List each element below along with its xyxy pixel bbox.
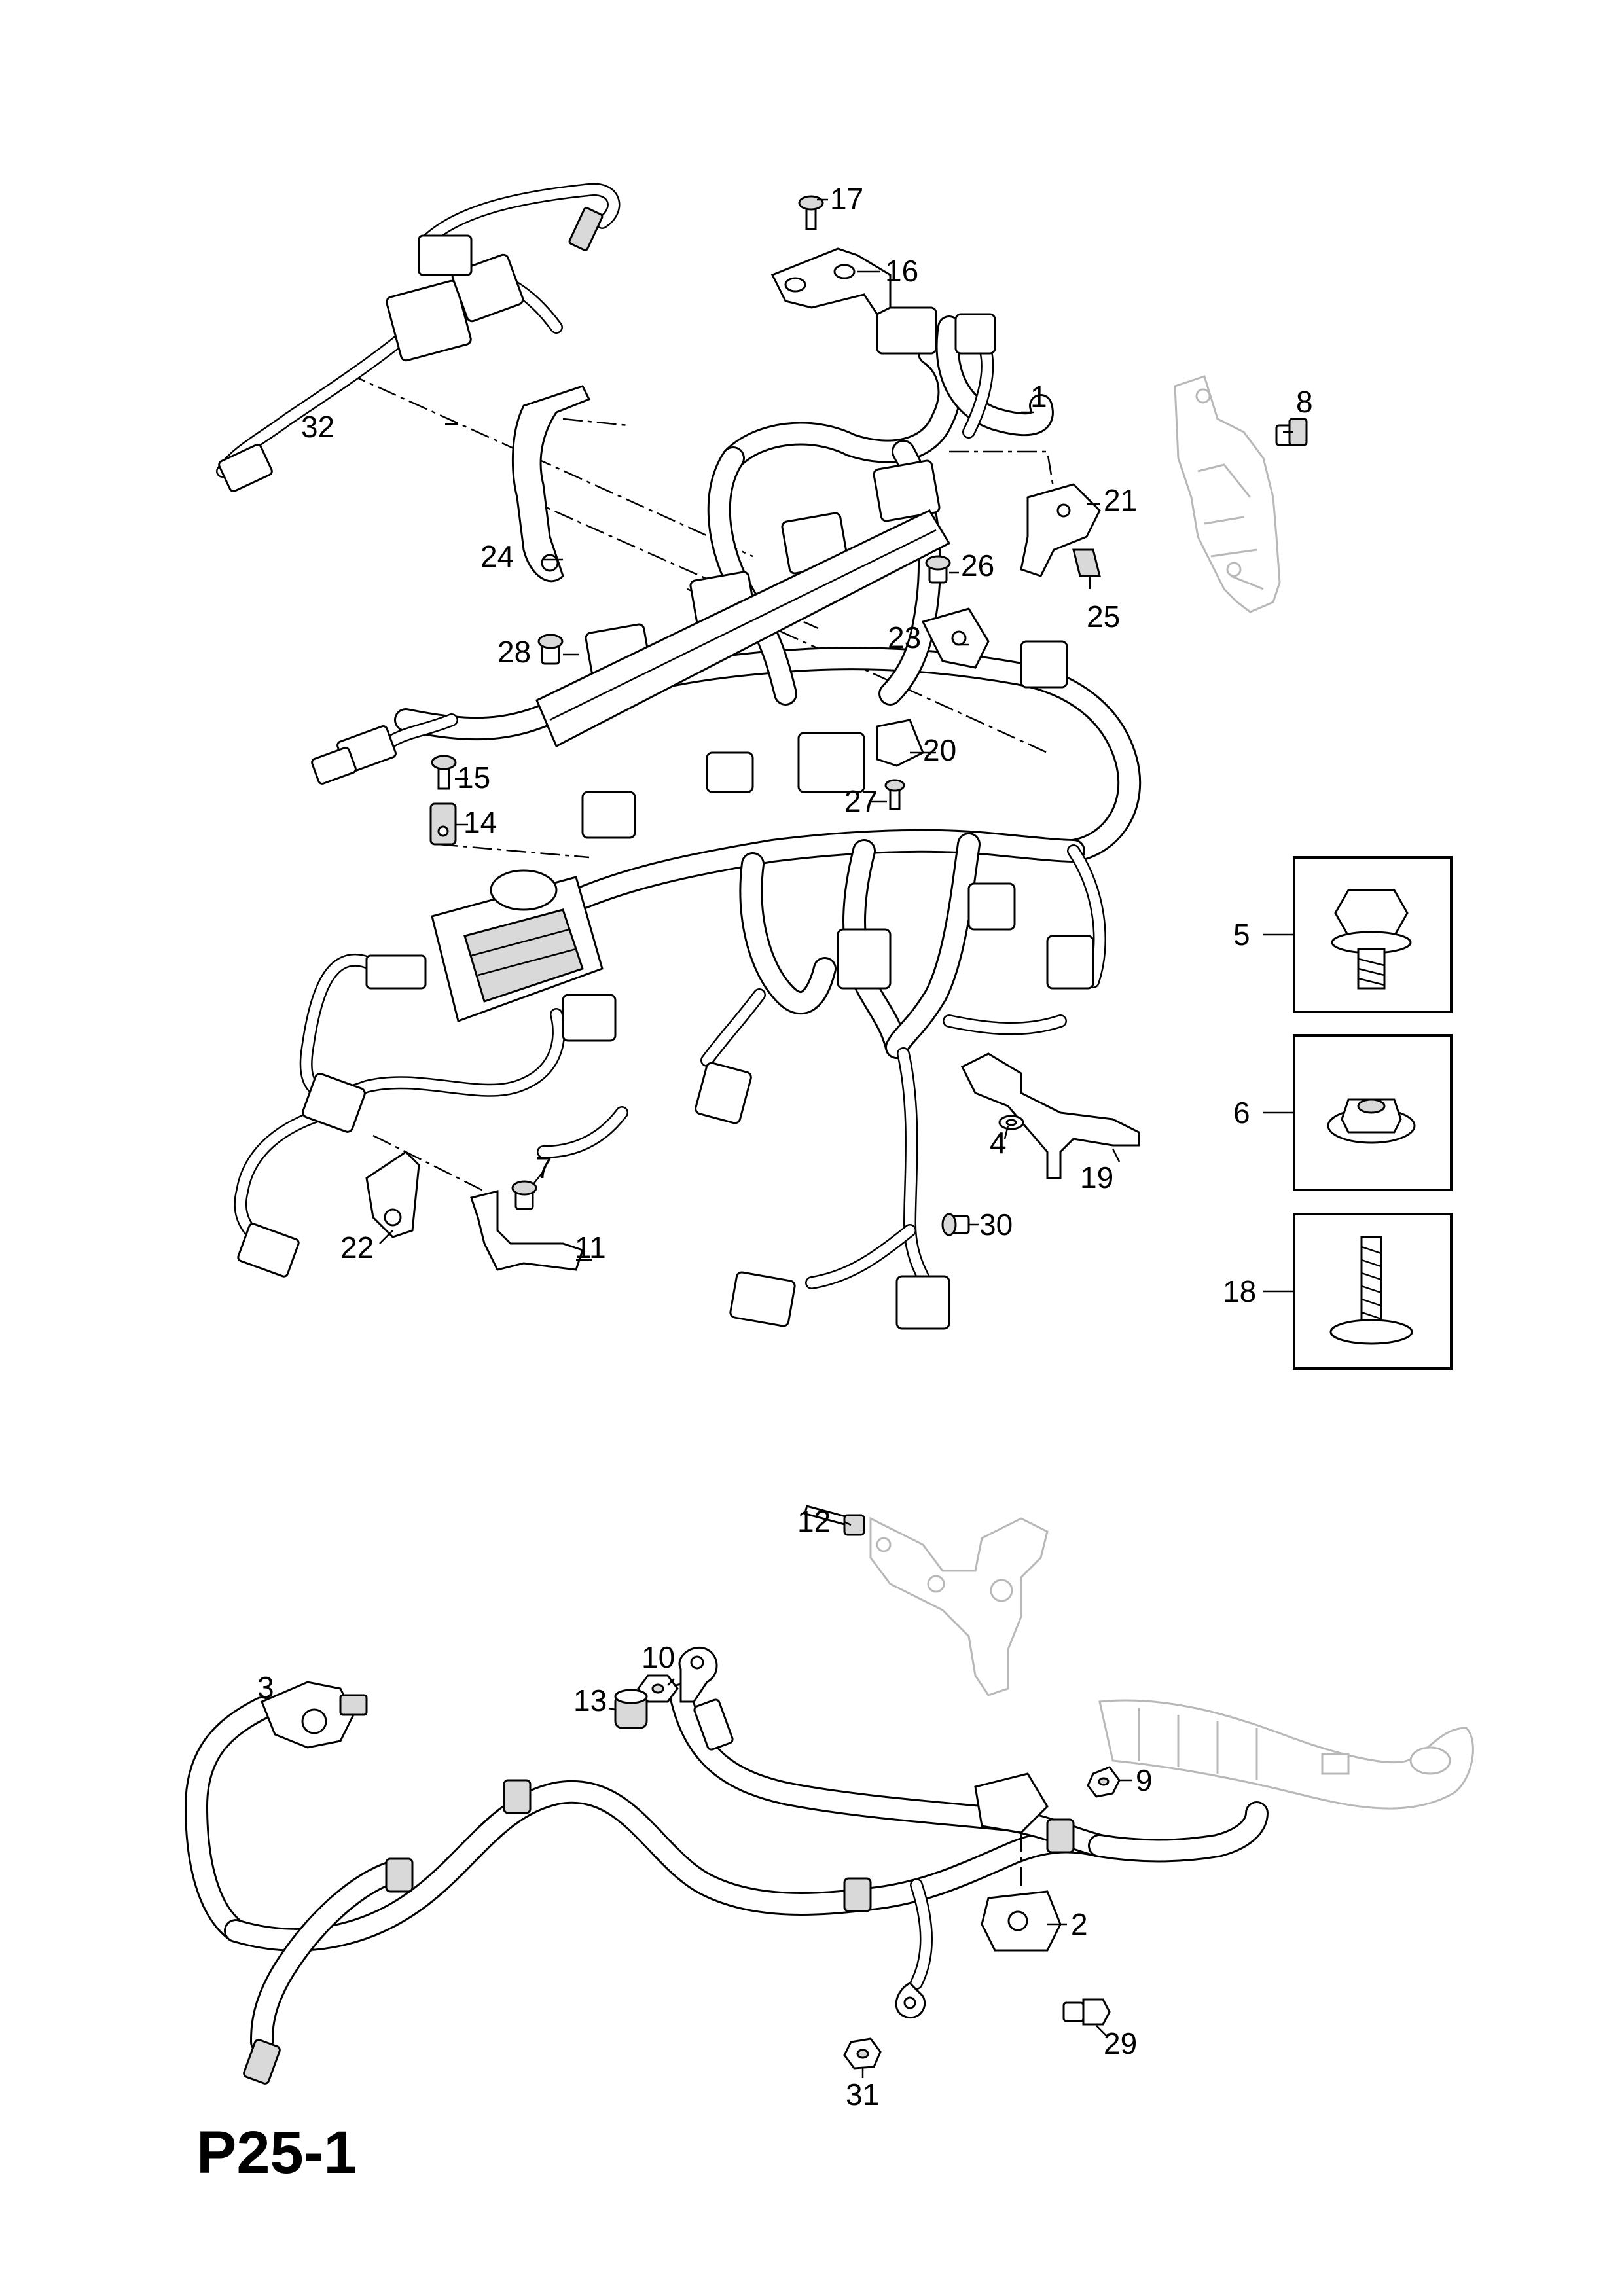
callout-22: 22 — [340, 1230, 374, 1265]
callout-19: 19 — [1080, 1160, 1113, 1194]
harness-connectors — [237, 306, 1094, 1330]
callout-9: 9 — [1136, 1763, 1153, 1797]
page-title: P25-1 — [196, 2119, 357, 2186]
clip-25-icon — [1072, 548, 1101, 577]
callout-23: 23 — [888, 620, 921, 655]
callout-6: 6 — [1233, 1096, 1250, 1130]
bracket-20 — [876, 719, 924, 767]
callout-15: 15 — [457, 761, 490, 795]
callout-12: 12 — [797, 1504, 831, 1538]
screw-17-icon — [798, 195, 824, 230]
callout-10: 10 — [641, 1640, 675, 1674]
detail-box-18: 18 — [1223, 1213, 1453, 1370]
bolt-7-icon — [511, 1180, 537, 1210]
callout-18: 18 — [1223, 1274, 1256, 1308]
screw-15-icon — [431, 755, 457, 790]
callout-29: 29 — [1104, 2026, 1137, 2060]
callout-13: 13 — [573, 1683, 607, 1717]
battery-cable-main — [185, 1683, 1269, 2054]
detail-box-5: 5 — [1233, 856, 1453, 1013]
detail-box-6: 6 — [1233, 1034, 1453, 1191]
nut-4-icon — [998, 1115, 1024, 1130]
callout-26: 26 — [961, 548, 994, 583]
branch-wires — [234, 334, 1106, 1296]
bolt-26-icon — [925, 555, 951, 584]
callout-32: 32 — [301, 410, 334, 444]
bracket-16 — [770, 247, 892, 315]
nut-9-icon — [1087, 1766, 1121, 1798]
ghost-bracket-upper — [1174, 375, 1281, 613]
callout-4: 4 — [990, 1126, 1007, 1160]
flange-nut-icon — [1327, 1098, 1416, 1144]
clip-14-icon — [429, 802, 457, 846]
callout-8: 8 — [1296, 385, 1313, 419]
rivet-12-icon — [803, 1505, 865, 1536]
callout-21: 21 — [1104, 483, 1137, 517]
callout-24: 24 — [480, 539, 514, 573]
callout-30: 30 — [979, 1208, 1013, 1242]
callout-7: 7 — [535, 1151, 552, 1185]
callout-28: 28 — [497, 635, 531, 669]
bracket-19 — [960, 1052, 1140, 1179]
flange-bolt-icon — [1331, 889, 1412, 990]
bracket-24 — [511, 385, 591, 583]
engine-harness-assembly: 17 16 1 8 32 21 24 26 25 23 28 20 15 27 … — [216, 182, 1313, 1330]
nut-10-icon — [637, 1674, 679, 1703]
fasteners-upper — [429, 195, 1308, 1236]
battery-terminal-3 — [261, 1681, 368, 1749]
callout-3: 3 — [257, 1670, 274, 1704]
bolt-28-icon — [537, 634, 564, 665]
ghost-bracket-lower — [869, 1516, 1049, 1696]
upper-leader-lines — [379, 198, 1293, 1261]
spacer-13-icon — [614, 1689, 648, 1729]
bolt-8-icon — [1275, 418, 1308, 446]
bracket-23 — [921, 607, 990, 669]
battery-cable-assembly: 12 3 10 13 9 2 29 31 — [185, 1504, 1474, 2111]
detail-boxes: 5 6 18 — [1223, 856, 1453, 1370]
bracket-21 — [1020, 483, 1101, 577]
callout-14: 14 — [463, 805, 497, 839]
callout-25: 25 — [1087, 600, 1120, 634]
bracket-2 — [974, 1772, 1062, 1952]
lower-callouts: 12 3 10 13 9 2 29 31 — [257, 1504, 1153, 2111]
ghost-cable-right — [1098, 1699, 1474, 1810]
tapping-screw-icon — [1329, 1236, 1413, 1345]
bolt-30-icon — [941, 1213, 970, 1236]
callout-11: 11 — [575, 1230, 606, 1265]
nut-31-icon — [843, 2037, 882, 2070]
screw-27-icon — [884, 779, 905, 810]
callout-17: 17 — [830, 182, 863, 216]
callout-16: 16 — [885, 254, 918, 288]
callout-20: 20 — [923, 733, 956, 767]
callout-2: 2 — [1071, 1907, 1088, 1941]
upper-callouts: 17 16 1 8 32 21 24 26 25 23 28 20 15 27 … — [301, 182, 1313, 1265]
ring-terminal-10 — [678, 1646, 718, 1703]
fasteners-lower — [614, 1505, 1121, 2070]
sub-harness-32 — [216, 183, 621, 492]
callout-1: 1 — [1030, 380, 1047, 414]
callout-5: 5 — [1233, 918, 1250, 952]
ecu-connector-block — [431, 869, 604, 1022]
bracket-22 — [365, 1151, 420, 1238]
ring-terminal-31 — [895, 1982, 926, 2019]
callout-27: 27 — [844, 784, 878, 818]
fuel-rail — [535, 509, 951, 748]
bolt-29-icon — [1062, 1998, 1111, 2026]
lower-leader-lines — [608, 1520, 1132, 2078]
callout-31: 31 — [846, 2077, 879, 2111]
cable-end-terminal — [243, 2039, 281, 2085]
